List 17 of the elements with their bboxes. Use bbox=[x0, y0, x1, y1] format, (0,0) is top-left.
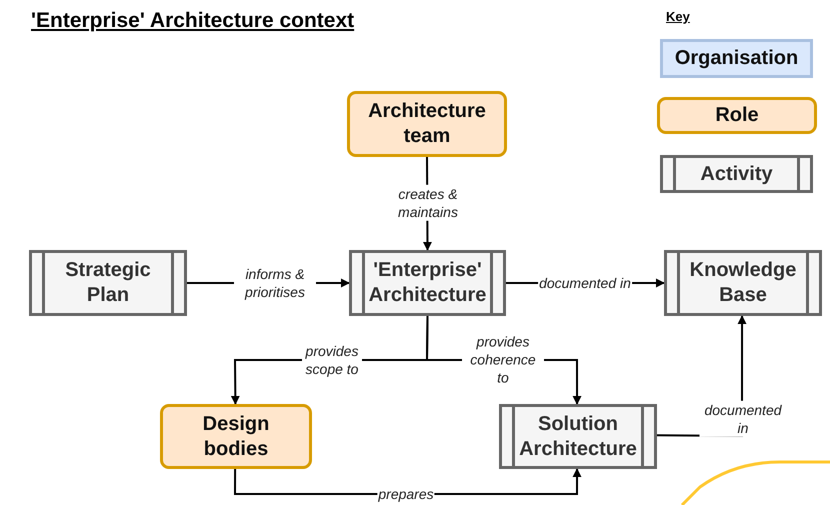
legend-label: Activity bbox=[700, 162, 773, 186]
activity-box bbox=[499, 404, 657, 469]
node-label: 'Enterprise' Architecture bbox=[368, 258, 488, 308]
activity-box bbox=[349, 250, 506, 316]
key-heading: Key bbox=[666, 9, 690, 24]
role-box bbox=[347, 91, 507, 157]
legend-label: Organisation bbox=[674, 46, 798, 71]
legend-label: Role bbox=[715, 103, 759, 128]
diagram-title: 'Enterprise' Architecture context bbox=[31, 9, 354, 33]
node-label: Solution Architecture bbox=[518, 412, 638, 462]
activity-box bbox=[29, 250, 187, 316]
role-box bbox=[160, 404, 312, 469]
node-label: Strategic Plan bbox=[64, 258, 152, 308]
node-label: Knowledge Base bbox=[688, 258, 798, 308]
node-label: Architecture team bbox=[367, 99, 487, 149]
activity-box bbox=[664, 250, 822, 316]
node-label: Design bodies bbox=[202, 412, 270, 462]
